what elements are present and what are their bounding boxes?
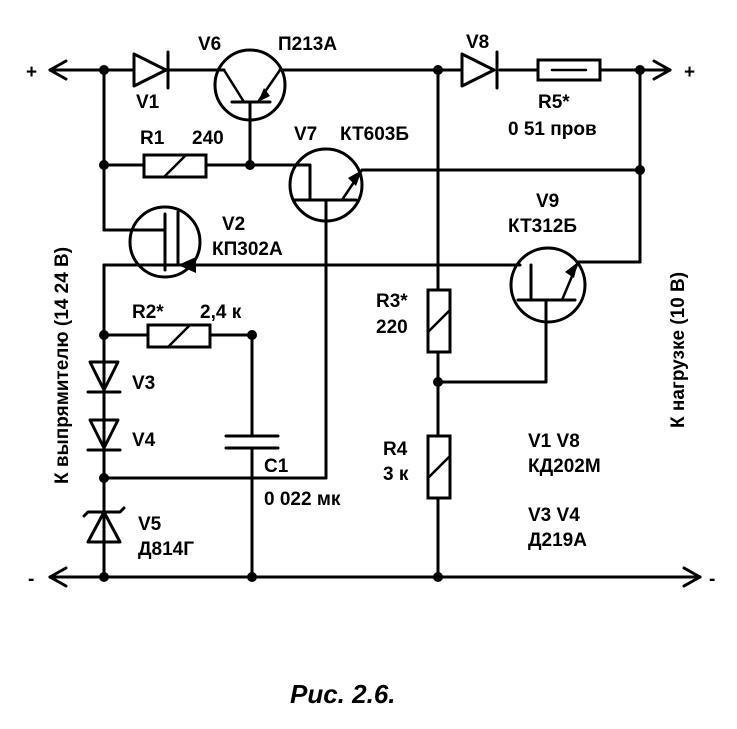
r4-label: R4 xyxy=(383,439,408,460)
r3-label: R3* xyxy=(376,291,408,312)
diode-v3 xyxy=(86,360,122,394)
right-vertical-wire xyxy=(576,68,642,264)
v7-type-label: КТ603Б xyxy=(340,124,409,145)
r2-label: R2* xyxy=(132,302,164,323)
r5-value-label: 0 51 пров xyxy=(508,119,597,140)
transistor-v2 xyxy=(102,205,522,279)
output-plus-sign: + xyxy=(684,62,695,83)
v5-label: V5 xyxy=(138,514,162,535)
note-1-type: КД202М xyxy=(528,456,601,477)
diode-v1 xyxy=(132,50,170,90)
v3-label: V3 xyxy=(132,373,155,394)
r1-label: R1 xyxy=(140,128,165,149)
r3-value-label: 220 xyxy=(376,317,408,338)
v2-type-label: КП302А xyxy=(212,239,283,260)
note-2-type: Д219А xyxy=(528,530,587,551)
transistor-v9 xyxy=(436,246,587,384)
left-bus xyxy=(102,68,142,232)
junction-dots xyxy=(99,65,645,582)
resistor-r1 xyxy=(102,153,297,179)
zener-v5 xyxy=(82,506,126,544)
r1-value-label: 240 xyxy=(192,128,224,149)
input-minus-arrow xyxy=(48,566,68,588)
input-side-label: К выпрямителю (14 24 В) xyxy=(52,247,73,484)
v4-label: V4 xyxy=(132,430,156,451)
v1-label: V1 xyxy=(136,92,160,113)
input-plus-sign: + xyxy=(26,62,37,83)
c1-label: C1 xyxy=(264,456,289,477)
r2-value-label: 2,4 к xyxy=(200,302,242,323)
v8-label: V8 xyxy=(466,32,489,53)
note-1-refs: V1 V8 xyxy=(528,431,580,452)
v2-label: V2 xyxy=(222,214,245,235)
output-plus-arrow xyxy=(652,59,672,81)
capacitor-c1 xyxy=(224,333,280,579)
output-side-label: К нагрузке (10 В) xyxy=(668,272,689,428)
note-2-refs: V3 V4 xyxy=(528,505,580,526)
v6-type-label: П213А xyxy=(278,34,337,55)
v9-label: V9 xyxy=(536,191,559,212)
figure-caption: Рис. 2.6. xyxy=(290,679,396,709)
diode-v4 xyxy=(86,418,122,452)
c1-value-label: 0 022 мк xyxy=(264,489,341,510)
diode-v8 xyxy=(460,50,499,90)
resistor-r4 xyxy=(426,434,452,579)
r4-value-label: 3 к xyxy=(383,464,409,485)
input-minus-sign: - xyxy=(28,569,34,590)
transistor-v7 xyxy=(288,147,642,480)
v5-type-label: Д814Г xyxy=(138,539,194,560)
v7-label: V7 xyxy=(294,124,317,145)
resistor-r5 xyxy=(536,58,602,82)
r5-label: R5* xyxy=(538,92,570,113)
input-plus-arrow xyxy=(48,59,68,81)
v9-type-label: КТ312Б xyxy=(508,216,577,237)
transistor-v6 xyxy=(213,48,287,167)
v6-label: V6 xyxy=(198,34,221,55)
resistor-r3 xyxy=(426,68,452,438)
output-minus-sign: - xyxy=(709,569,715,590)
output-minus-arrow xyxy=(682,566,702,588)
